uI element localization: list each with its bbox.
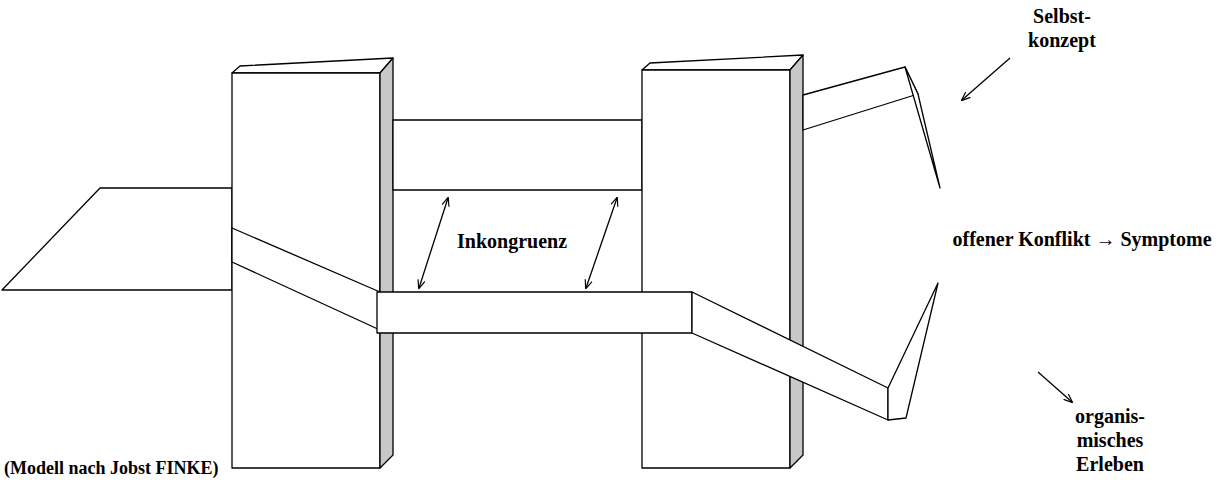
annotation-label: Selbst- konzept bbox=[1028, 4, 1096, 52]
pillar-top bbox=[232, 58, 393, 73]
annotation-label: offener Konflikt → Symptome bbox=[952, 227, 1211, 251]
double-arrow bbox=[419, 198, 448, 288]
self-concept-band bbox=[803, 67, 918, 130]
pillar-top bbox=[642, 55, 803, 70]
label-box: organis- misches Erleben bbox=[1075, 404, 1145, 476]
experience-band bbox=[232, 228, 380, 330]
pillar-front bbox=[232, 73, 380, 468]
label-box: (Modell nach Jobst FINKE) bbox=[4, 456, 219, 480]
ground-plane bbox=[2, 188, 232, 290]
annotation-label: organis- misches Erleben bbox=[1075, 404, 1145, 476]
pointer-arrow bbox=[1038, 372, 1072, 402]
pointer-arrow bbox=[962, 58, 1010, 100]
experience-band bbox=[692, 292, 888, 420]
label-box: Inkongruenz bbox=[457, 229, 567, 253]
experience-band bbox=[377, 292, 692, 333]
pillar-side bbox=[790, 55, 803, 468]
double-arrow bbox=[586, 198, 617, 288]
label-box: offener Konflikt → Symptome bbox=[952, 227, 1211, 251]
pillar-side bbox=[380, 58, 393, 468]
band-tip bbox=[888, 283, 938, 420]
band-tip bbox=[905, 67, 940, 188]
pillar-front bbox=[642, 70, 790, 468]
annotation-label: Inkongruenz bbox=[457, 229, 567, 253]
self-concept-band bbox=[393, 120, 642, 190]
label-box: Selbst- konzept bbox=[1028, 4, 1096, 52]
caption-text: (Modell nach Jobst FINKE) bbox=[4, 456, 219, 480]
